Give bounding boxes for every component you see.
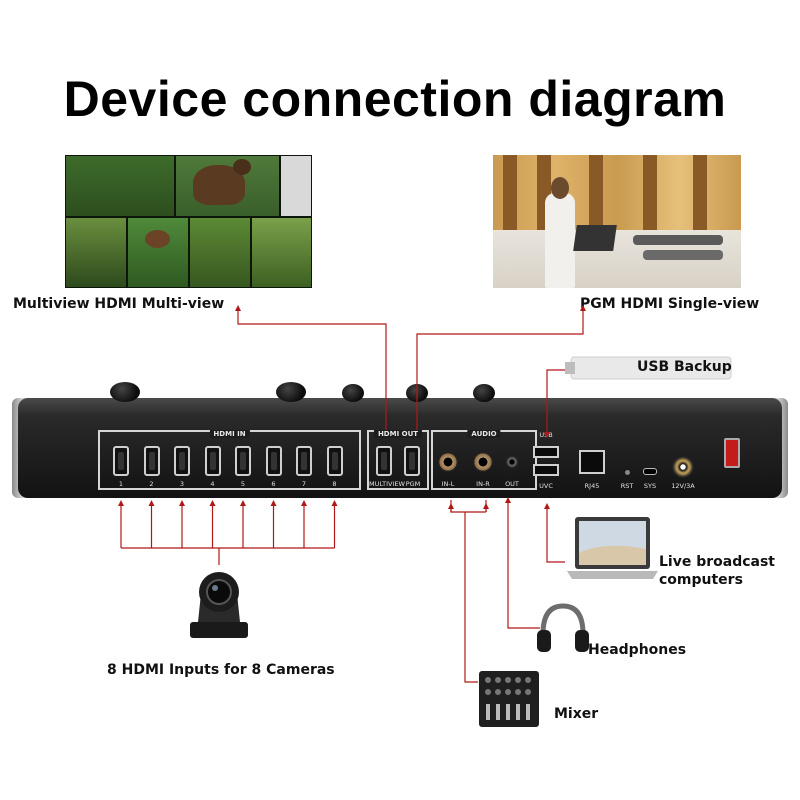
- hdmi-in-arrows: [118, 500, 338, 565]
- audio-in-l-jack[interactable]: [438, 452, 458, 472]
- hdmi-in-label-4: 4: [210, 480, 215, 488]
- knob[interactable]: [110, 382, 140, 402]
- audio-panel: AUDIO: [431, 430, 537, 490]
- pgm-label: PGM HDMI Single-view: [580, 296, 760, 312]
- audio-out-label: OUT: [505, 480, 519, 488]
- usb-port-top[interactable]: [533, 446, 559, 458]
- audio-out-jack[interactable]: [506, 456, 518, 468]
- knob[interactable]: [473, 384, 495, 402]
- hdmi-in-port-8[interactable]: [326, 446, 343, 476]
- power-switch[interactable]: [724, 438, 740, 468]
- hdmi-in-port-6[interactable]: [265, 446, 282, 476]
- multiview-label: Multiview HDMI Multi-view: [13, 296, 225, 312]
- cameras-label: 8 HDMI Inputs for 8 Cameras: [107, 662, 335, 678]
- live-broadcast-label-1: Live broadcast: [659, 554, 775, 570]
- pgm-screen-photo: [493, 155, 741, 288]
- power-jack[interactable]: [672, 456, 694, 478]
- audio-in-join: [450, 500, 486, 513]
- hdmi-in-port-4[interactable]: [204, 446, 221, 476]
- hdmi-in-port-5[interactable]: [235, 446, 251, 476]
- multiview-screen-photo: [65, 155, 312, 288]
- mixer-icon: [478, 670, 540, 728]
- audio-in-r-jack[interactable]: [473, 452, 493, 472]
- arrow-mixer: [464, 512, 478, 683]
- hdmi-in-label-1: 1: [118, 480, 124, 488]
- hdmi-out-label-multiview: MULTIVIEW: [369, 480, 405, 488]
- hdmi-in-label-6: 6: [271, 480, 276, 488]
- knob[interactable]: [342, 384, 364, 402]
- mixer-label: Mixer: [554, 706, 599, 722]
- rst-label: RST: [620, 482, 634, 490]
- usb-port-bottom[interactable]: [533, 464, 559, 476]
- hdmi-in-label-2: 2: [149, 480, 154, 488]
- hdmi-out-port-pgm[interactable]: [404, 446, 420, 476]
- ptz-camera-icon: [188, 560, 250, 640]
- power-label: 12V/3A: [671, 482, 695, 490]
- knob[interactable]: [276, 382, 306, 402]
- uvc-label: UVC: [539, 482, 553, 490]
- hdmi-in-label-3: 3: [179, 480, 185, 488]
- sys-port[interactable]: [643, 468, 657, 475]
- hdmi-in-label-5: 5: [240, 480, 246, 488]
- laptop-icon: [565, 515, 660, 585]
- hdmi-in-port-3[interactable]: [174, 446, 190, 476]
- arrow-live-computer: [544, 503, 565, 563]
- hdmi-out-panel: HDMI OUT: [367, 430, 429, 490]
- hdmi-in-port-1[interactable]: [113, 446, 129, 476]
- audio-in-l-label: IN-L: [441, 480, 455, 488]
- knob[interactable]: [406, 384, 428, 402]
- diagram-title: Device connection diagram: [63, 71, 727, 127]
- hdmi-in-port-7[interactable]: [296, 446, 312, 476]
- rst-button[interactable]: [625, 470, 630, 475]
- hdmi-out-label-pgm: PGM: [405, 480, 421, 488]
- audio-in-r-label: IN-R: [476, 480, 490, 488]
- hdmi-in-port-2[interactable]: [143, 446, 160, 476]
- hdmi-in-title: HDMI IN: [209, 430, 250, 438]
- headphones-icon: [535, 600, 590, 655]
- hdmi-in-panel: HDMI IN: [98, 430, 361, 490]
- hdmi-in-label-7: 7: [301, 480, 307, 488]
- headphones-label: Headphones: [588, 642, 687, 658]
- hdmi-out-title: HDMI OUT: [373, 430, 423, 438]
- switcher-device: HDMI IN HDMI OUT MULTIVIEW PGM AUDIO IN-…: [18, 382, 782, 498]
- audio-title: AUDIO: [467, 430, 501, 438]
- sys-label: SYS: [643, 482, 657, 490]
- usb-title: USB: [539, 431, 553, 439]
- usb-backup-label: USB Backup: [637, 359, 732, 375]
- hdmi-out-port-multiview[interactable]: [376, 446, 392, 476]
- hdmi-in-label-8: 8: [332, 480, 337, 488]
- rj45-port[interactable]: [579, 450, 605, 474]
- rj45-label: RJ45: [584, 482, 600, 490]
- live-broadcast-label-2: computers: [659, 572, 743, 588]
